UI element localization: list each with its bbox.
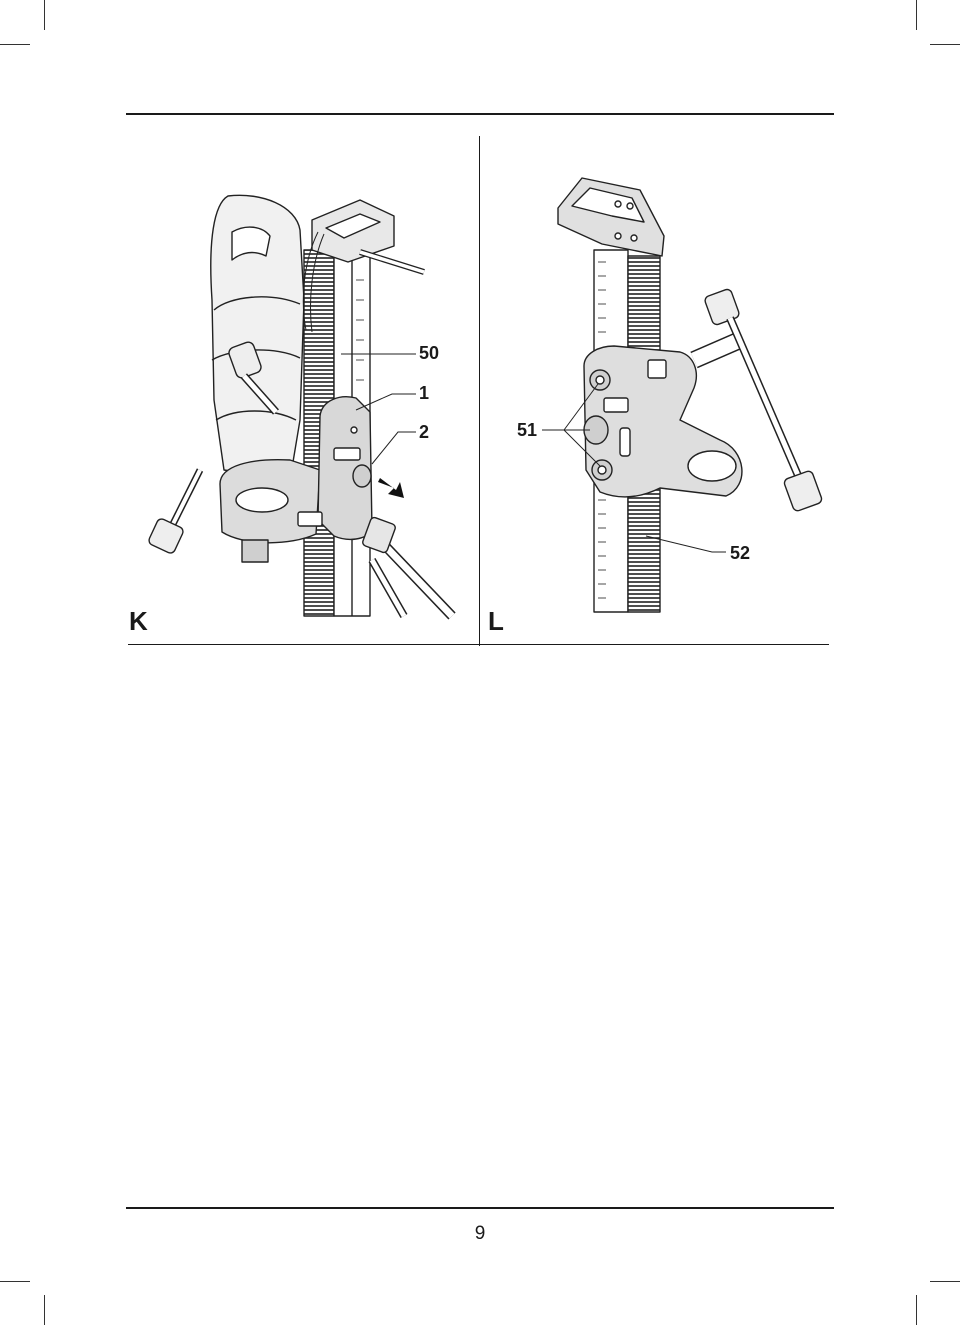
crop-mark-top-left-h [0, 44, 30, 45]
figure-letter-k: K [129, 606, 148, 636]
figure-letter-l: L [488, 606, 504, 636]
callout-2: 2 [419, 422, 430, 442]
header-rule [126, 113, 834, 115]
crop-mark-bottom-right-v [916, 1295, 917, 1325]
crop-mark-top-right-v [916, 0, 917, 30]
crop-mark-bottom-left-v [44, 1295, 45, 1325]
callout-50: 50 [419, 343, 440, 363]
crop-mark-bottom-right-h [930, 1281, 960, 1282]
figure-baseline [128, 644, 829, 645]
crop-mark-top-right-h [930, 44, 960, 45]
figure-l-illustration [557, 177, 823, 613]
page-number: 9 [474, 1223, 486, 1244]
callout-52: 52 [730, 543, 751, 563]
callout-51: 51 [517, 420, 538, 440]
figure-l-leader-lines [542, 383, 726, 553]
illustration-layer [148, 177, 823, 620]
figure-k-illustration [148, 194, 456, 620]
footer-rule [126, 1207, 834, 1209]
callout-1: 1 [419, 383, 430, 403]
crop-mark-top-left-v [44, 0, 45, 30]
crop-mark-bottom-left-h [0, 1281, 30, 1282]
figure-divider [479, 136, 480, 646]
figure-k-leader-lines [341, 353, 416, 465]
